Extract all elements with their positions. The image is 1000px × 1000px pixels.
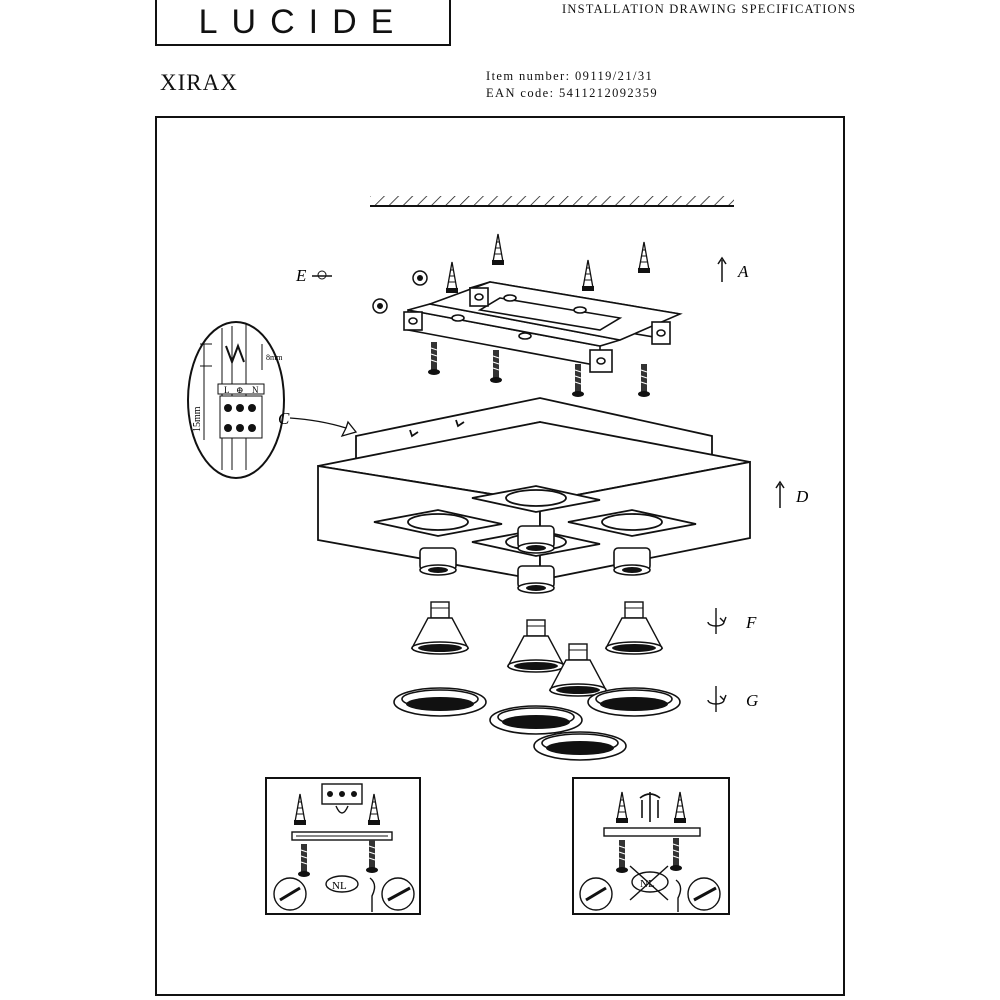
- strip-length-label: 15mm: [192, 406, 203, 432]
- step-f-marker: F: [707, 607, 757, 635]
- step-label-f: F: [745, 613, 757, 632]
- product-name: XIRAX: [160, 70, 238, 95]
- document-title: INSTALLATION DRAWING SPECIFICATIONS: [562, 2, 857, 16]
- terminal-earth: ⊕: [236, 385, 244, 395]
- step-label-d: D: [795, 487, 809, 506]
- wall-plug-icon: [445, 233, 651, 294]
- terminal-detail: 8mm L ⊕ N 15mm C: [187, 321, 358, 479]
- product-codes: Item number: 09119/21/31 EAN code: 54112…: [486, 68, 658, 102]
- ean-code: EAN code: 5411212092359: [486, 86, 658, 100]
- terminal-l: L: [224, 385, 230, 395]
- ceiling-hatch: [370, 196, 734, 207]
- terminal-n: N: [252, 385, 259, 395]
- instruction-box-left: NL: [265, 777, 421, 915]
- step-d-marker: D: [775, 480, 809, 508]
- item-number: Item number: 09119/21/31: [486, 69, 654, 83]
- step-label-g: G: [746, 691, 758, 710]
- mounting-bracket: [403, 281, 683, 373]
- brand-logo-text: LUCIDE: [198, 3, 408, 41]
- step-label-c: C: [278, 409, 290, 428]
- gu10-bulb-icon: [411, 601, 663, 697]
- instruction-box-right: NL: [572, 777, 730, 915]
- trim-ring-icon: [393, 687, 681, 761]
- drawing-frame: [155, 116, 845, 996]
- box-left-badge: NL: [332, 880, 347, 892]
- step-label-a: A: [737, 262, 749, 281]
- screw-head-icon: [372, 270, 428, 314]
- step-a-marker: A: [717, 256, 749, 282]
- step-g-marker: G: [707, 685, 758, 713]
- step-label-e: E: [295, 266, 307, 285]
- strip-length-small: 8mm: [266, 353, 283, 362]
- fixture-body: [317, 397, 751, 582]
- brand-logo: LUCIDE: [155, 0, 451, 46]
- step-e-marker: E: [295, 266, 332, 285]
